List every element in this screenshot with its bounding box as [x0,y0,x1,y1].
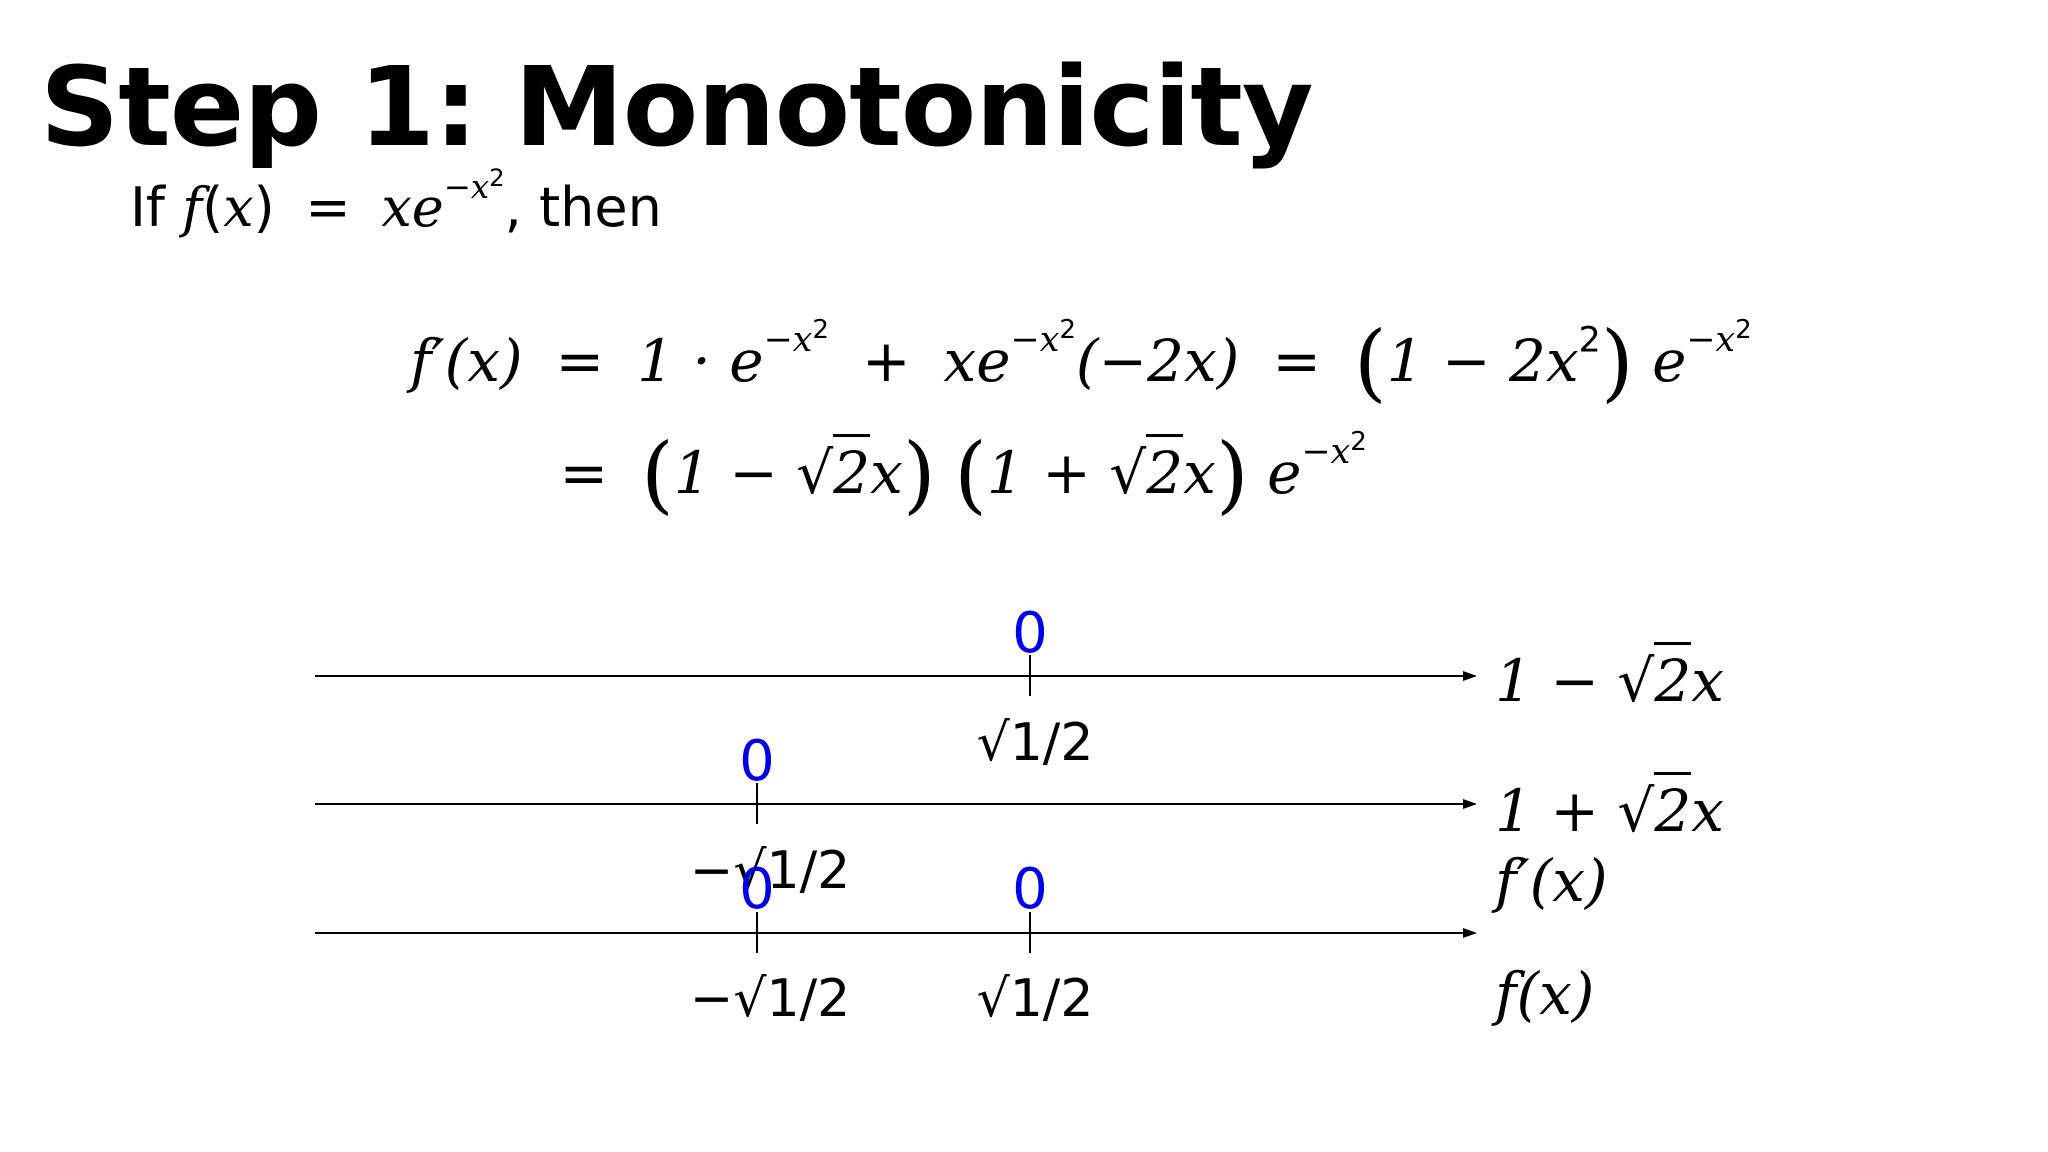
left-paren-icon: ( [641,425,674,523]
row-1-x: x [1691,647,1724,715]
row-2-x: x [1691,777,1724,845]
term-2-exp: −x [1010,320,1060,361]
term-1-pow: 2 [812,315,830,346]
exp-factor-pow: 2 [1350,427,1367,458]
right-paren-icon: ) [1215,425,1249,523]
row-label-derivative: f′(x) [1495,847,1608,915]
intro-exp: −x [443,168,490,207]
factor-1-radicand: 2 [833,433,871,507]
intro-var: x [223,176,254,239]
term-4: e [1652,326,1687,395]
row-2-pre: 1 + [1495,777,1599,845]
intro-equals: = [305,176,351,239]
factor-2-x: x [1183,438,1216,507]
derivative-lhs: f′(x) [410,326,523,395]
row-label-factor-2: 1 + √2x [1495,772,1724,845]
intro-expr: xe [381,176,444,239]
factor-1-pre: 1 − [673,438,778,507]
left-paren-icon: ( [954,425,987,523]
term-3: 1 − 2x [1386,326,1579,395]
intro-suffix: , then [504,176,662,239]
intro-prefix: If [130,176,165,239]
term-2: xe [943,326,1011,395]
sqrt-icon: √2 [1617,772,1692,845]
derivative-line-1: f′(x) = 1 · e−x2 + xe−x2(−2x) = (1 − 2x2… [410,317,1752,404]
zero-label: 0 [1012,857,1048,922]
row-1-pre: 1 − [1495,647,1599,715]
root-pos-label: √1/2 [977,969,1094,1029]
derivative-line-2: = (1 − √2x) (1 + √2x) e−x2 [545,429,1367,516]
factor-1-x: x [870,438,903,507]
page-title: Step 1: Monotonicity [40,43,1314,171]
term-1-exp: −x [763,320,813,361]
zero-label: 0 [1012,601,1048,666]
right-paren-icon: ) [902,425,936,523]
intro-lparen: ( [202,176,224,239]
factor-2-radicand: 2 [1146,433,1184,507]
term-3-pow: 2 [1578,320,1601,361]
equals-sign: = [555,326,605,395]
sqrt-icon: √2 [796,433,871,507]
equals-sign-3: = [559,438,609,507]
zero-label: 0 [739,729,775,794]
row-label-function: f(x) [1495,960,1595,1028]
right-paren-icon: ) [1600,313,1634,411]
equals-sign-2: = [1272,326,1321,395]
exp-factor-exp: −x [1301,432,1351,473]
factor-2-pre: 1 + [986,438,1091,507]
term-2-tail: (−2x) [1075,326,1240,395]
row-2-radicand: 2 [1654,772,1692,845]
left-paren-icon: ( [1353,313,1387,411]
term-4-pow: 2 [1735,315,1752,346]
plus-sign: + [861,326,911,395]
intro-fn: f [182,176,203,239]
root-pos-label: √1/2 [977,713,1094,773]
sqrt-icon: √2 [1617,642,1692,715]
root-neg-label: −√1/2 [690,969,850,1029]
intro-statement: If f(x) = xe−x2, then [130,166,662,239]
exp-factor: e [1267,438,1302,507]
sqrt-icon: √2 [1109,433,1184,507]
row-label-factor-1: 1 − √2x [1495,642,1724,715]
zero-label: 0 [739,857,775,922]
row-1-radicand: 2 [1654,642,1692,715]
intro-exp-power: 2 [489,163,505,193]
term-2-pow: 2 [1059,315,1076,346]
term-4-exp: −x [1686,320,1736,361]
intro-rparen: ) [253,176,275,239]
root-neg-label: −√1/2 [690,841,850,901]
term-1: 1 · e [637,326,764,395]
